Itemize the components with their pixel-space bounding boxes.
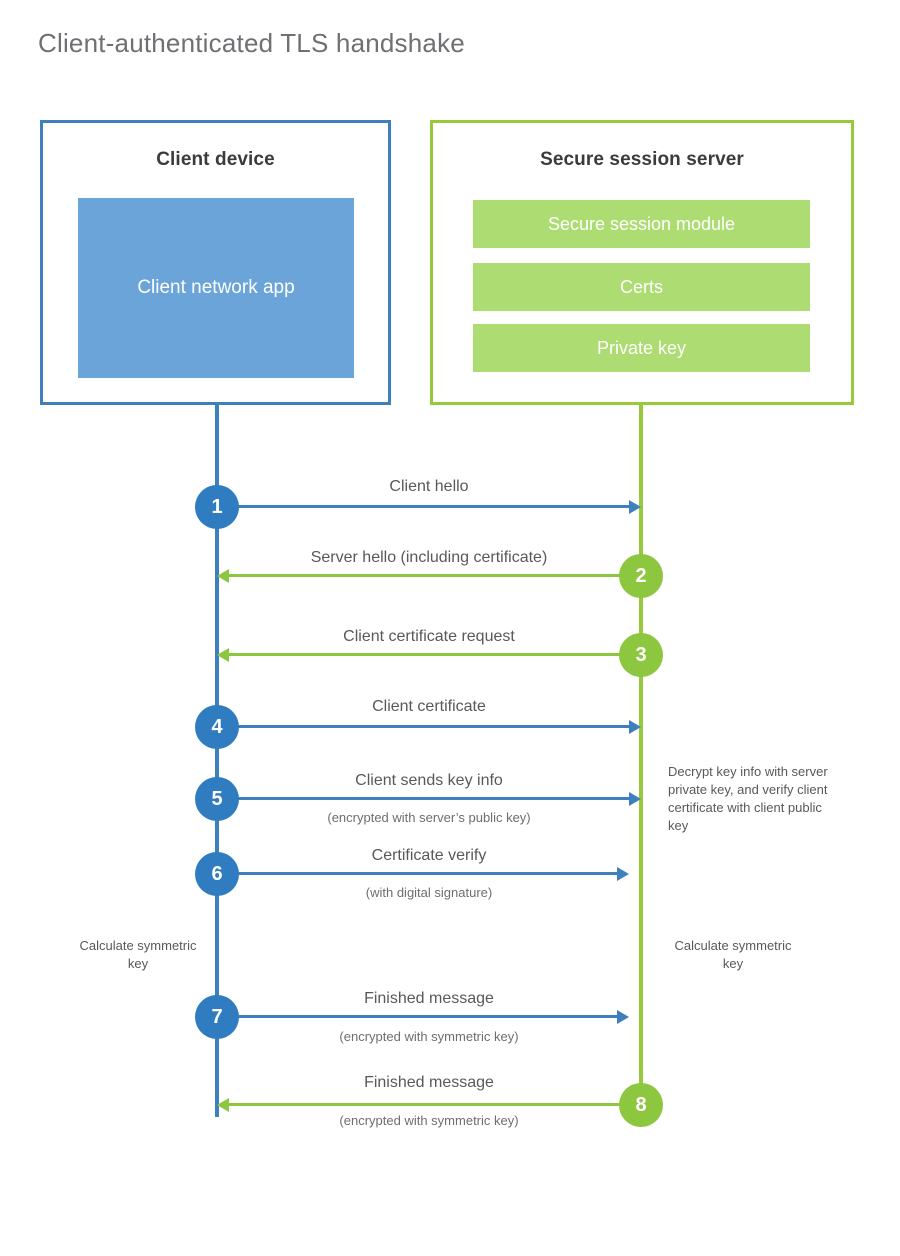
step-3-label: Client certificate request [343, 628, 515, 645]
step-8-sublabel: (encrypted with symmetric key) [339, 1113, 519, 1128]
step-3-arrow-head-icon [217, 648, 229, 662]
step-4-arrow-head-icon [629, 720, 641, 734]
step-5-marker[interactable]: 5 [195, 777, 239, 821]
step-4-arrow-line [217, 725, 629, 728]
step-3-marker[interactable]: 3 [619, 633, 663, 677]
step-8-arrow-line [229, 1103, 641, 1106]
step-5-arrow-line [217, 797, 629, 800]
step-4-label: Client certificate [372, 698, 486, 715]
step-6-arrow-head-icon [617, 867, 629, 881]
step-1-arrow-head-icon [629, 500, 641, 514]
step-4-marker[interactable]: 4 [195, 705, 239, 749]
client-network-app-block: Client network app [78, 198, 354, 378]
server-lifeline [639, 405, 643, 1105]
server-component-private-key: Private key [473, 324, 810, 372]
step-1-marker[interactable]: 1 [195, 485, 239, 529]
step-3-arrow-line [229, 653, 641, 656]
secure-session-server-title: Secure session server [540, 149, 744, 170]
step-1-arrow-line [217, 505, 629, 508]
step-8-arrow-head-icon [217, 1098, 229, 1112]
step-7-arrow-line [217, 1015, 617, 1018]
server-decrypt-note: Decrypt key info with server private key… [668, 764, 828, 833]
step-8-marker[interactable]: 8 [619, 1083, 663, 1127]
step-1-label: Client hello [389, 478, 469, 495]
step-2-label: Server hello (including certificate) [310, 549, 548, 566]
step-6-marker[interactable]: 6 [195, 852, 239, 896]
step-7-arrow-head-icon [617, 1010, 629, 1024]
step-2-arrow-head-icon [217, 569, 229, 583]
step-6-label: Certificate verify [371, 847, 487, 864]
step-8-label: Finished message [364, 1074, 494, 1091]
step-5-sublabel: (encrypted with server’s public key) [327, 810, 531, 825]
client-device-title: Client device [156, 149, 275, 170]
server-component-certs: Certs [473, 263, 810, 311]
step-7-marker[interactable]: 7 [195, 995, 239, 1039]
client-lifeline [215, 405, 219, 1117]
step-2-marker[interactable]: 2 [619, 554, 663, 598]
step-5-arrow-head-icon [629, 792, 641, 806]
step-2-arrow-line [229, 574, 641, 577]
server-component-secure-session-module: Secure session module [473, 200, 810, 248]
step-6-arrow-line [217, 872, 617, 875]
server-calculate-symmetric-key-note: Calculate symmetric key [674, 938, 792, 971]
step-7-label: Finished message [364, 990, 494, 1007]
step-5-label: Client sends key info [355, 772, 503, 789]
step-6-sublabel: (with digital signature) [365, 885, 493, 900]
page-title: Client-authenticated TLS handshake [38, 28, 465, 58]
client-calculate-symmetric-key-note: Calculate symmetric key [79, 938, 197, 971]
step-7-sublabel: (encrypted with symmetric key) [339, 1029, 519, 1044]
